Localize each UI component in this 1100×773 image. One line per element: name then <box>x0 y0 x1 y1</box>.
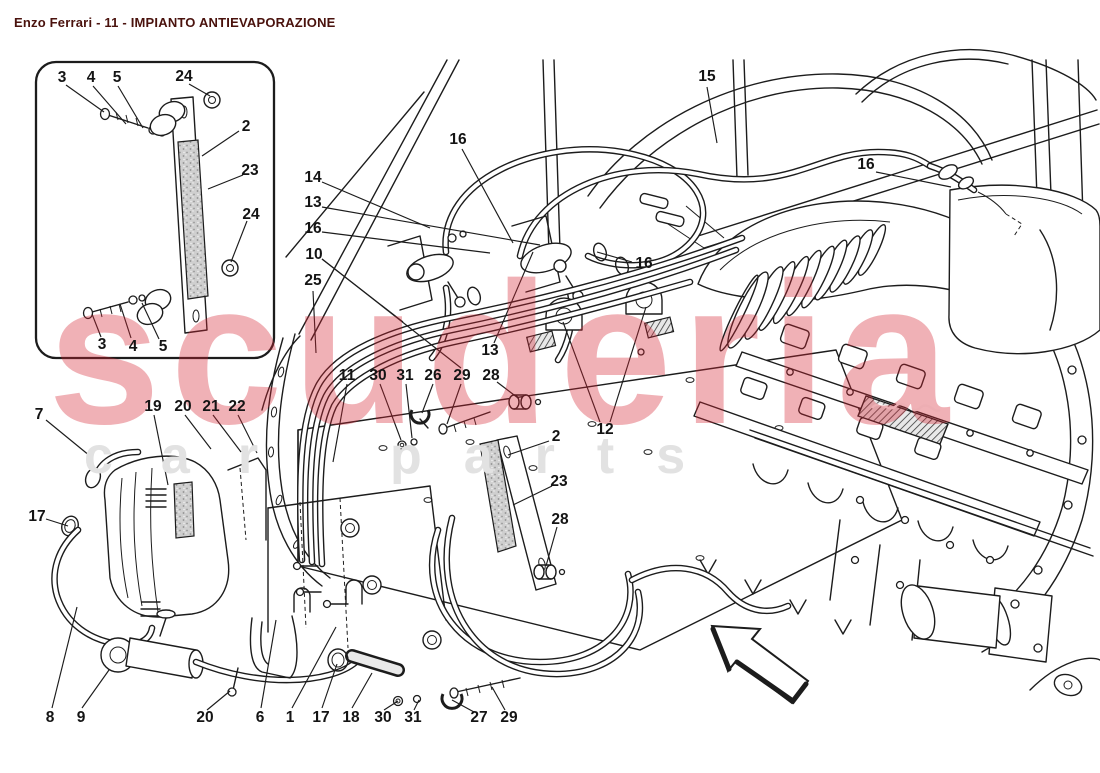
part-callout-17: 17 <box>28 508 46 525</box>
part-callout-20: 20 <box>174 398 192 415</box>
part-callout-12: 12 <box>596 421 614 438</box>
part-callout-22: 22 <box>228 398 246 415</box>
direction-arrow-icon <box>710 624 810 705</box>
part-callout-19: 19 <box>144 398 162 415</box>
inset-detail-box <box>34 60 276 360</box>
charcoal-canister-group <box>51 448 447 697</box>
part-callout-13: 13 <box>304 194 322 211</box>
part-callout-4: 4 <box>86 69 96 86</box>
part-callout-9: 9 <box>76 709 86 726</box>
rear-deck-lines <box>587 48 1100 249</box>
part-callout-24: 24 <box>242 206 260 223</box>
part-callout-14: 14 <box>304 169 322 186</box>
return-hose-loops <box>327 514 792 710</box>
part-callout-6: 6 <box>255 709 265 726</box>
part-callout-18: 18 <box>342 709 360 726</box>
tank-shelf-panel <box>297 349 903 651</box>
part-callout-8: 8 <box>45 709 55 726</box>
part-callout-10: 10 <box>305 246 323 263</box>
part-callout-20: 20 <box>196 709 214 726</box>
part-callout-3: 3 <box>97 336 107 353</box>
part-callout-16: 16 <box>857 156 875 173</box>
part-callout-31: 31 <box>404 709 422 726</box>
part-callout-1: 1 <box>285 709 295 726</box>
part-callout-15: 15 <box>698 68 716 85</box>
part-callout-30: 30 <box>374 709 392 726</box>
vapor-hoses <box>428 146 1023 364</box>
engine-assembly <box>639 184 1100 697</box>
part-callout-24: 24 <box>175 68 193 85</box>
part-callout-3: 3 <box>57 69 67 86</box>
part-callout-23: 23 <box>550 473 568 490</box>
part-callout-7: 7 <box>34 406 44 423</box>
part-callout-11: 11 <box>338 367 356 384</box>
part-callout-30: 30 <box>369 367 387 384</box>
leader-lines <box>45 83 952 713</box>
page-title: Enzo Ferrari - 11 - IMPIANTO ANTIEVAPORA… <box>14 15 336 30</box>
part-callout-29: 29 <box>500 709 518 726</box>
part-callout-25: 25 <box>304 272 322 289</box>
part-callout-28: 28 <box>482 367 500 384</box>
fixing-rail-middle <box>397 394 566 591</box>
part-callout-29: 29 <box>453 367 471 384</box>
part-callout-28: 28 <box>551 511 569 528</box>
part-callout-27: 27 <box>470 709 488 726</box>
part-callout-23: 23 <box>241 162 259 179</box>
part-callout-2: 2 <box>241 118 251 135</box>
part-callout-16: 16 <box>304 220 322 237</box>
part-callout-5: 5 <box>158 338 168 355</box>
part-callout-26: 26 <box>424 367 442 384</box>
part-callout-13: 13 <box>481 342 499 359</box>
part-callout-17: 17 <box>312 709 330 726</box>
part-callout-5: 5 <box>112 69 122 86</box>
part-callout-2: 2 <box>551 428 561 445</box>
part-callout-16: 16 <box>635 255 653 272</box>
part-callout-31: 31 <box>396 367 414 384</box>
part-callout-21: 21 <box>202 398 220 415</box>
hose-bundle <box>296 234 746 568</box>
part-callout-16: 16 <box>449 131 467 148</box>
part-callout-4: 4 <box>128 338 138 355</box>
